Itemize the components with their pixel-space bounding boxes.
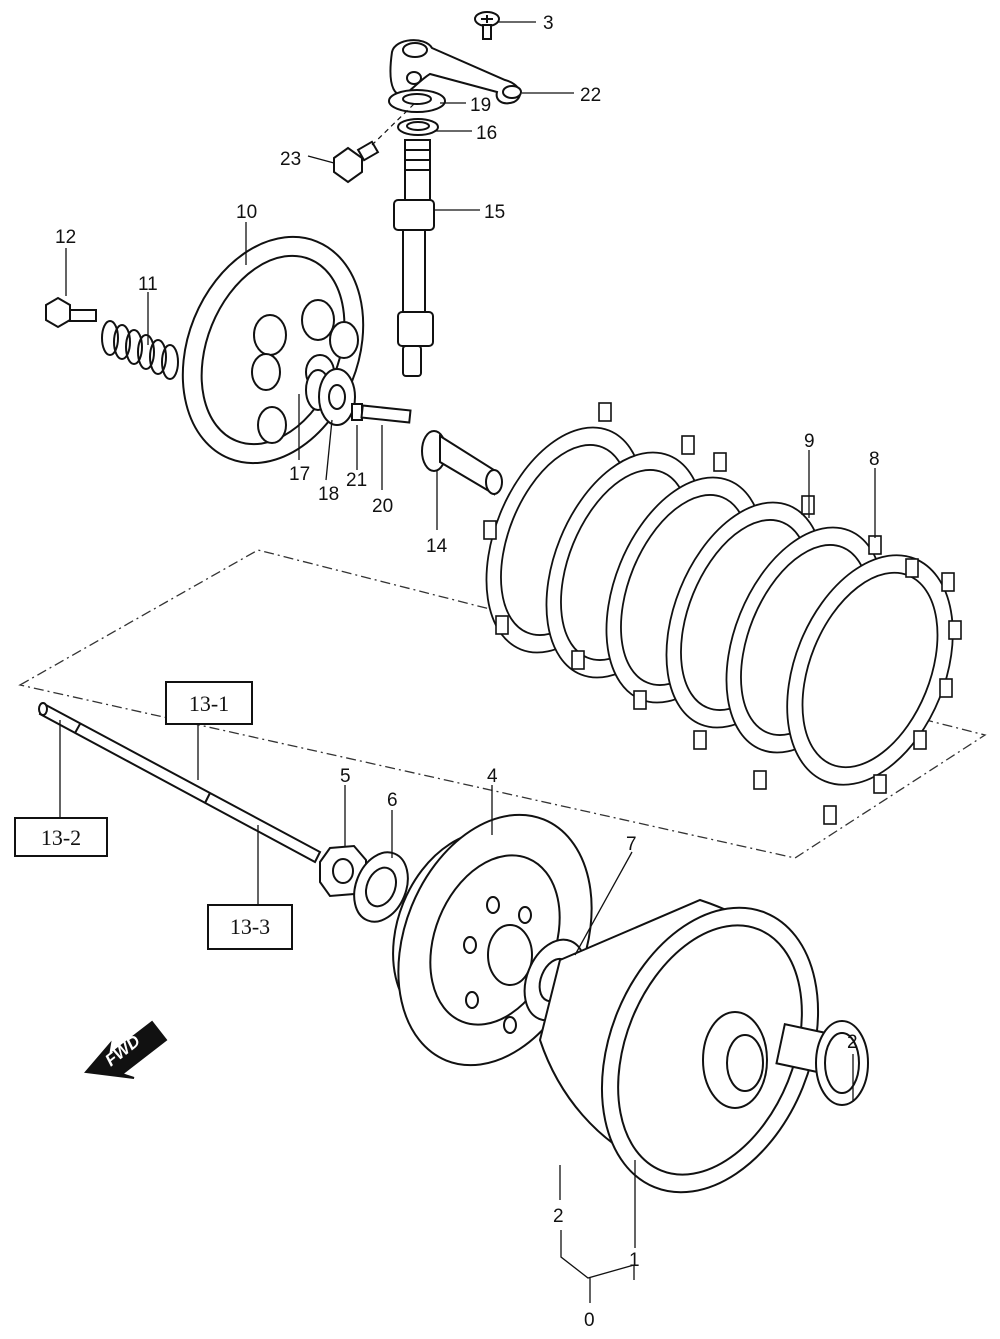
callout-16: 16	[476, 123, 497, 144]
leader-lines	[59, 21, 876, 1303]
svg-text:13-2: 13-2	[41, 825, 81, 850]
callout-23: 23	[280, 149, 301, 170]
nut-part	[319, 844, 367, 898]
screw-part	[474, 11, 500, 40]
callout-14: 14	[426, 536, 448, 557]
shaft-part	[393, 139, 435, 377]
boxed-label-13-3: 13-3	[207, 904, 293, 950]
washer-6-part	[353, 851, 409, 923]
spring-part	[101, 320, 179, 380]
boxed-label-13-2: 13-2	[14, 817, 108, 857]
callout-10: 10	[236, 202, 257, 223]
callout-17: 17	[289, 464, 310, 485]
pressure-plate-part	[181, 235, 365, 465]
center-rod-part	[38, 702, 322, 864]
callout-21: 21	[346, 470, 367, 491]
release-arm-part	[389, 39, 522, 105]
callout-18: 18	[318, 484, 339, 505]
svg-text:13-3: 13-3	[230, 914, 270, 939]
callout-labels: 3 22 19 16 23 15 10 12 11 17 18 21 20 14…	[55, 13, 880, 1331]
callout-1: 1	[629, 1250, 640, 1271]
callout-4: 4	[487, 766, 498, 787]
pushrod-part	[421, 430, 503, 496]
callout-8: 8	[869, 449, 880, 470]
callout-12: 12	[55, 227, 76, 248]
callout-22: 22	[580, 85, 601, 106]
callout-2-right: 2	[847, 1032, 858, 1053]
forward-direction-arrow: FWD	[84, 1020, 168, 1079]
svg-text:13-1: 13-1	[189, 691, 229, 716]
callout-9: 9	[804, 431, 815, 452]
callout-3: 3	[543, 13, 554, 34]
callout-15: 15	[484, 202, 505, 223]
callout-7: 7	[626, 834, 637, 855]
callout-2-left: 2	[553, 1206, 564, 1227]
callout-0: 0	[584, 1310, 595, 1331]
washer-part	[388, 89, 446, 136]
plate-group-outline	[18, 549, 987, 859]
clutch-hub-part	[392, 813, 593, 1067]
clutch-housing-part	[538, 898, 869, 1194]
callout-20: 20	[372, 496, 393, 517]
callout-11: 11	[138, 274, 158, 295]
boxed-label-13-1: 13-1	[165, 681, 253, 725]
callout-6: 6	[387, 790, 398, 811]
bolt-part	[333, 140, 380, 184]
bearing-part	[305, 368, 412, 426]
bolt-12-part	[45, 296, 97, 329]
callout-5: 5	[340, 766, 351, 787]
clutch-plate-stack	[485, 426, 954, 786]
callout-19: 19	[470, 95, 491, 116]
